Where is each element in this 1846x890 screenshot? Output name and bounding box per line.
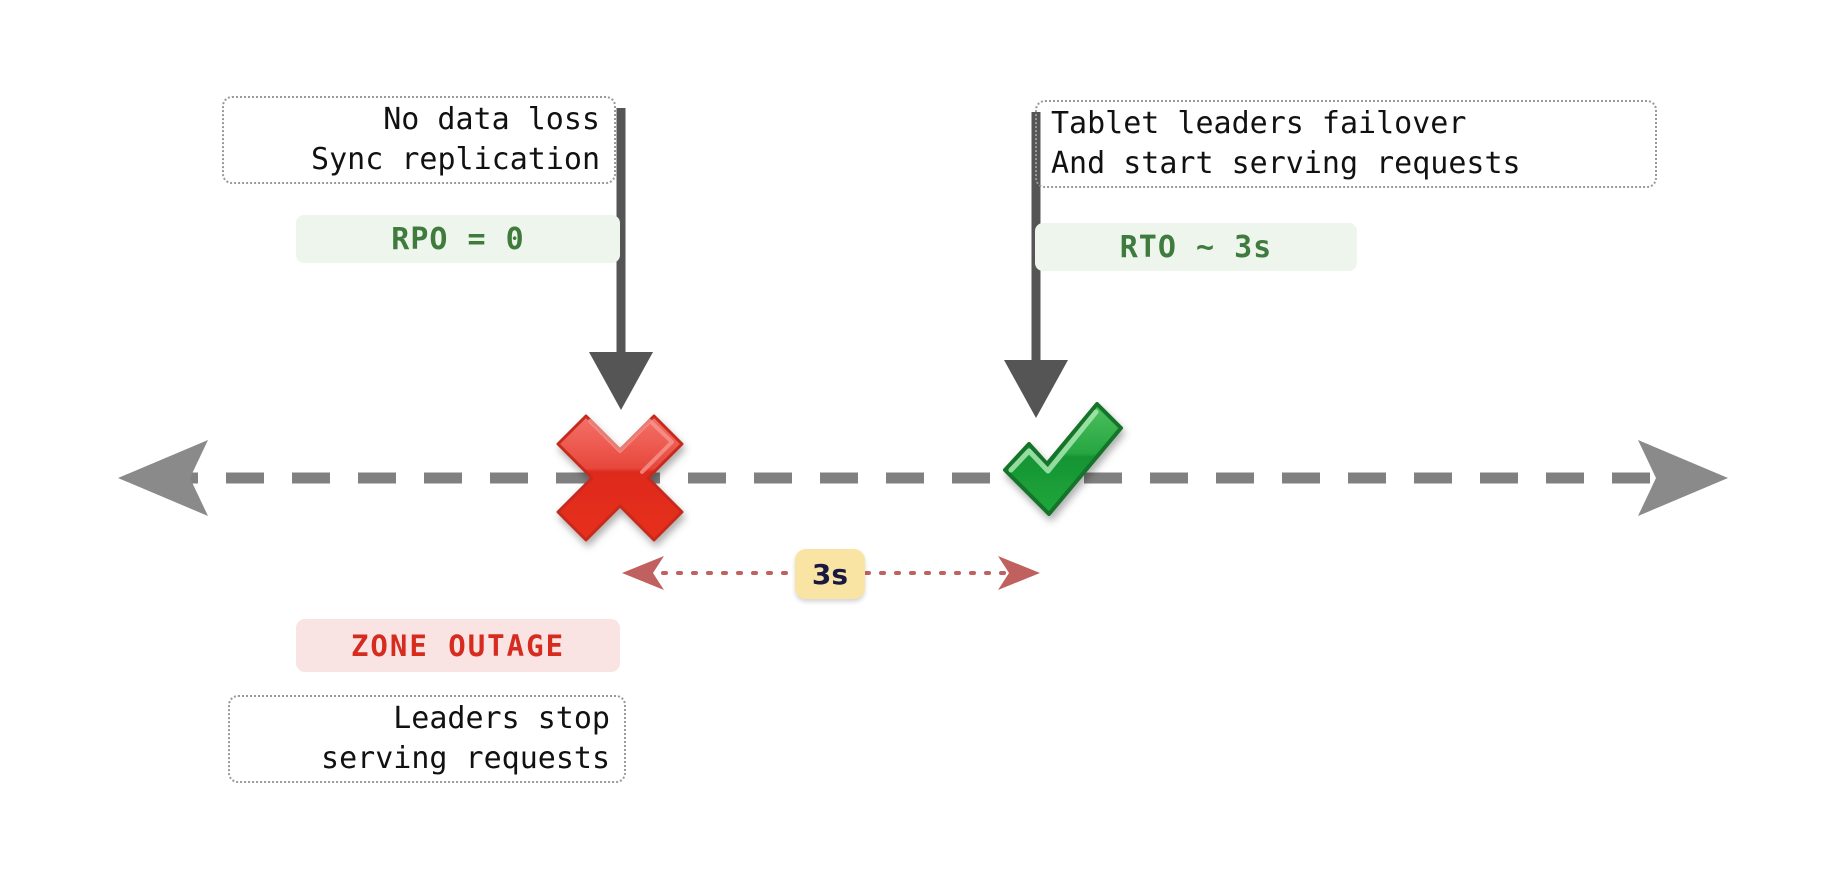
badge-rpo-label: RPO = 0 bbox=[391, 221, 525, 257]
check-mark-icon bbox=[1003, 402, 1123, 516]
duration-chip-label: 3s bbox=[811, 557, 849, 591]
annotation-no-data-loss: No data loss Sync replication bbox=[222, 96, 616, 184]
annotation-leaders-stop: Leaders stop serving requests bbox=[228, 695, 626, 783]
duration-chip: 3s bbox=[795, 549, 865, 599]
badge-rpo: RPO = 0 bbox=[296, 215, 620, 263]
badge-rto-label: RTO ~ 3s bbox=[1119, 229, 1273, 265]
annotation-line-1: Tablet leaders failover bbox=[1051, 106, 1467, 141]
badge-rto: RTO ~ 3s bbox=[1035, 223, 1357, 271]
annotation-line-1: No data loss bbox=[383, 102, 600, 137]
badge-zone-outage: ZONE OUTAGE bbox=[296, 619, 620, 672]
badge-zone-outage-label: ZONE OUTAGE bbox=[350, 628, 566, 663]
annotation-line-2: Sync replication bbox=[311, 142, 600, 177]
annotation-tablet-failover: Tablet leaders failover And start servin… bbox=[1035, 100, 1657, 188]
annotation-line-2: And start serving requests bbox=[1051, 146, 1521, 181]
annotation-line-2: serving requests bbox=[321, 741, 610, 776]
annotation-line-1: Leaders stop bbox=[393, 701, 610, 736]
cross-mark-icon bbox=[556, 414, 684, 542]
timeline-axis bbox=[118, 440, 1728, 516]
